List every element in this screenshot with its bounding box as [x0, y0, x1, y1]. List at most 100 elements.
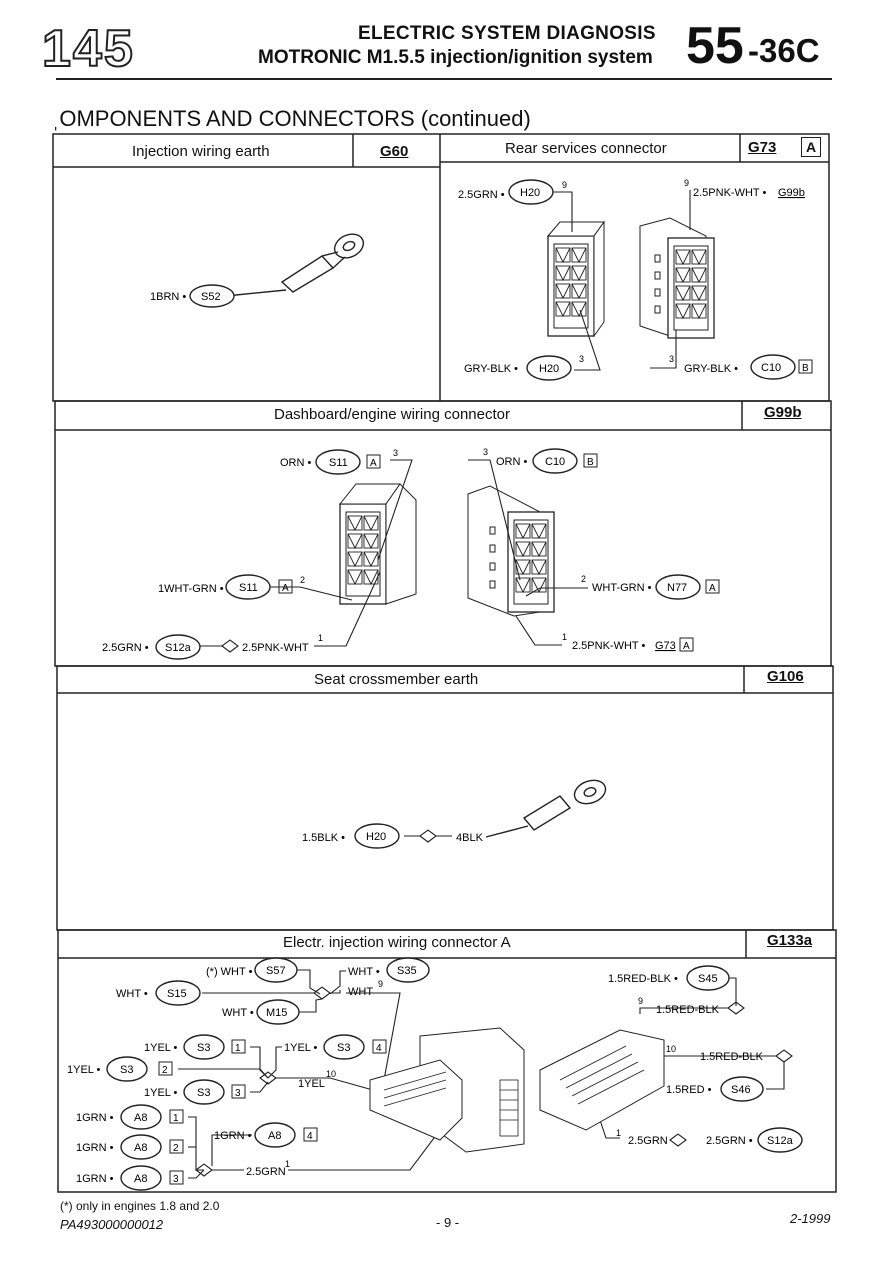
b-25grn: 2.5GRN [628, 1135, 668, 1147]
a-box2: 2 [162, 1065, 168, 1076]
g99-mr-ref: N77 [667, 582, 687, 594]
a-box1: 1 [235, 1043, 241, 1054]
g99-ml-wire: 1WHT-GRN • [158, 583, 224, 595]
g73-bl-pin: 3 [579, 354, 584, 364]
issue-date: 2-1999 [790, 1211, 831, 1226]
a-a8c: A8 [134, 1173, 147, 1185]
b-red: 1.5RED • [666, 1084, 712, 1096]
g99-br-ref: G73 [655, 640, 676, 652]
g73-tl-wire: 2.5GRN • [458, 189, 505, 201]
header-rule [56, 78, 832, 80]
g99-ml-pin: 2 [300, 575, 305, 585]
a-a8d: A8 [268, 1130, 281, 1142]
g99-ml-box: A [282, 583, 289, 594]
section-major: 55 [686, 17, 744, 75]
g99-mr-pin: 2 [581, 574, 586, 584]
g99-mr-box: A [709, 583, 716, 594]
g73-br-ref: C10 [761, 362, 781, 374]
a-gbox4: 4 [307, 1131, 313, 1142]
b-s12a: S12a [767, 1135, 794, 1147]
g99-bl-wire: 2.5GRN • [102, 642, 149, 654]
a-star: (*) WHT • [206, 966, 253, 978]
b-pin1: 1 [616, 1128, 621, 1138]
g99-tl-pin: 3 [393, 448, 398, 458]
a-pin10: 10 [326, 1069, 336, 1079]
g99-tr-ref: C10 [545, 456, 565, 468]
g99b-connector-left-icon [338, 483, 417, 605]
b-red-blk: 1.5RED-BLK • [608, 973, 678, 985]
g133a-title: Electr. injection wiring connector A [283, 934, 511, 951]
a-wht-l: WHT • [116, 988, 148, 1000]
logo: 145 [40, 19, 190, 79]
a-gbox3: 3 [173, 1174, 179, 1185]
g73-connector-right-icon [639, 217, 715, 339]
a-m15: M15 [266, 1007, 287, 1019]
a-1grn-d: 1GRN • [214, 1130, 252, 1142]
g99-tl-box: A [370, 458, 377, 469]
g133a-connector-left-icon [369, 1027, 525, 1153]
g99-br-box: A [683, 641, 690, 652]
g73-code: G73 [748, 139, 777, 156]
a-s57: S57 [266, 965, 286, 977]
a-1yel-c: 1YEL • [67, 1064, 101, 1076]
a-s35: S35 [397, 965, 417, 977]
doc-code: PA493000000012 [60, 1217, 164, 1232]
g106-wire: 1.5BLK • [302, 832, 345, 844]
g106-earth-lug-icon [485, 779, 607, 838]
g73-bl-ref: H20 [539, 363, 559, 375]
a-s15: S15 [167, 988, 187, 1000]
g99-br-wire: 2.5PNK-WHT • [572, 640, 645, 652]
g99-ml-ref: S11 [239, 582, 258, 594]
g73-tl-ref: H20 [520, 187, 540, 199]
a-pin9: 9 [378, 979, 383, 989]
b-25grn2: 2.5GRN • [706, 1135, 753, 1147]
g73-title: Rear services connector [505, 140, 667, 157]
g99b-connector-right-icon [467, 485, 555, 617]
g60-title: Injection wiring earth [132, 143, 270, 160]
a-s3c: S3 [120, 1064, 133, 1076]
g133a-code: G133a [767, 932, 813, 949]
a-gbox2: 2 [173, 1143, 179, 1154]
g106-title: Seat crossmember earth [314, 671, 479, 688]
a-1grn-a: 1GRN • [76, 1112, 114, 1124]
g99-tr-box: B [587, 457, 594, 468]
a-1yel-a: 1YEL • [144, 1042, 178, 1054]
b-pin10: 10 [666, 1044, 676, 1054]
g73-br-pin: 3 [669, 354, 674, 364]
page-number: - 9 - [436, 1215, 460, 1230]
g99b-code: G99b [764, 404, 802, 421]
g73-tr-wire: 2.5PNK-WHT • [693, 187, 766, 199]
a-gbox1: 1 [173, 1113, 179, 1124]
a-a8b: A8 [134, 1142, 147, 1154]
section-minor: -36C [748, 32, 820, 69]
b-pin9: 9 [638, 996, 643, 1006]
header-line1: ELECTRIC SYSTEM DIAGNOSIS [358, 23, 656, 44]
a-wht-r: WHT [348, 986, 373, 998]
g73-connector-left-icon [546, 220, 605, 338]
g99-tl-ref: S11 [329, 457, 348, 469]
a-box3: 3 [235, 1088, 241, 1099]
g99-bl-ref: S12a [165, 642, 192, 654]
a-25grn: 2.5GRN [246, 1166, 286, 1178]
a-s3a: S3 [197, 1042, 210, 1054]
g99-tl-wire: ORN • [280, 457, 312, 469]
b-red-blk3: 1.5RED-BLK [700, 1051, 764, 1063]
g133a-connector-right-icon [539, 1029, 665, 1131]
g73-tr-ref: G99b [778, 187, 805, 199]
g73-br-wire: GRY-BLK • [684, 363, 738, 375]
a-pin1: 1 [285, 1159, 290, 1169]
a-a8a: A8 [134, 1112, 147, 1124]
g60-code: G60 [380, 143, 409, 160]
g99-bl-pin: 1 [318, 633, 323, 643]
g73-bl-wire: GRY-BLK • [464, 363, 518, 375]
footnote: (*) only in engines 1.8 and 2.0 [60, 1199, 220, 1213]
b-red-blk2: 1.5RED-BLK [656, 1004, 720, 1016]
g60-earth-lug-icon [225, 233, 365, 297]
page-title: ˌOMPONENTS AND CONNECTORS (continued) [52, 106, 531, 131]
g99-tr-pin: 3 [483, 447, 488, 457]
g99-br-pin: 1 [562, 632, 567, 642]
a-wht2: WHT • [222, 1007, 254, 1019]
g99b-title: Dashboard/engine wiring connector [274, 406, 510, 423]
b-s45: S45 [698, 973, 718, 985]
